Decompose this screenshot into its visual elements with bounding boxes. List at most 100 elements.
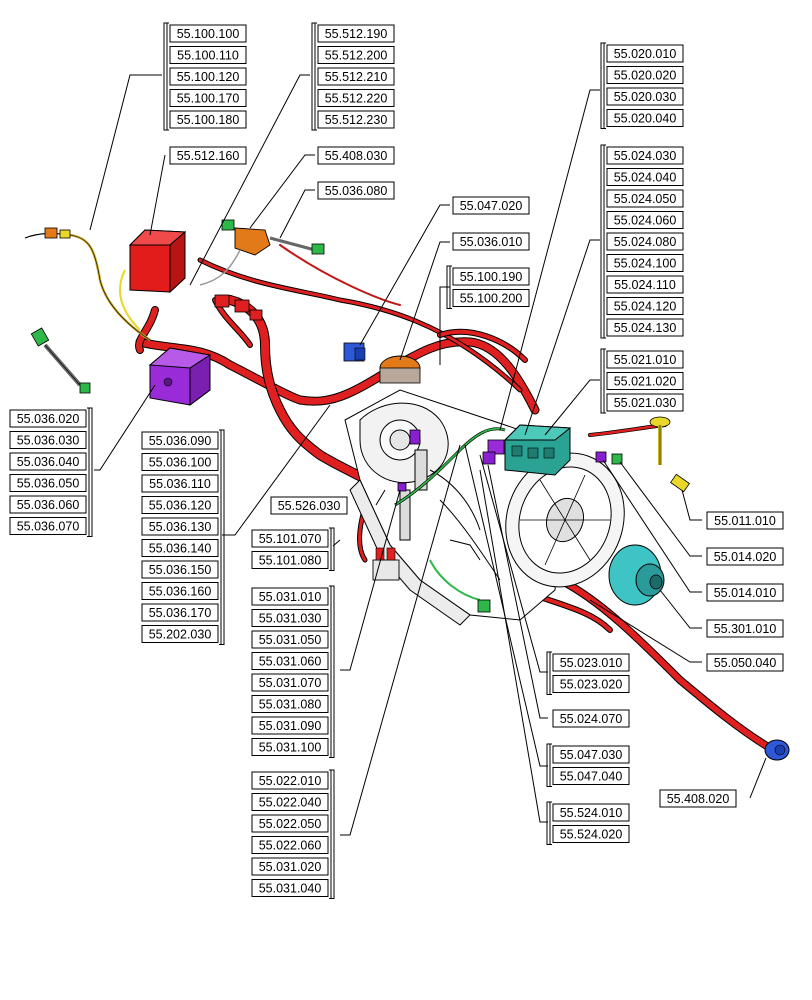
reference-label: 55.024.030 [614,149,677,163]
group-55-050-040: 55.050.040 [706,653,784,672]
label-box [706,511,784,530]
label-box [270,496,348,515]
reference-label: 55.036.080 [325,184,388,198]
label-box [606,146,684,165]
label-box [141,582,219,600]
leader-line [749,757,767,799]
label-box [169,67,247,86]
group-55-022: 55.022.01055.022.04055.022.05055.022.060… [251,769,335,899]
label-box [317,67,395,86]
group-bracket [546,651,552,695]
label-box [251,587,329,606]
group-bracket [311,22,317,131]
label-box [251,814,329,833]
label-box [9,452,87,471]
green-wire-run [394,427,506,601]
label-box [141,496,219,514]
label-box [251,609,329,627]
label-box [706,547,784,566]
group-55-408-030: 55.408.030 [317,146,395,165]
leader-line [681,489,702,521]
label-box [606,275,684,294]
label-box [552,745,630,764]
label-box [169,89,247,107]
label-box [251,652,329,670]
reference-label: 55.512.200 [325,49,388,63]
end-sensor-blue [764,739,790,761]
leader-line [89,74,162,231]
reference-label: 55.036.130 [149,520,212,534]
reference-label: 55.036.020 [17,412,80,426]
label-box [141,517,219,536]
reference-label: 55.022.010 [259,774,322,788]
reference-label: 55.036.070 [17,520,80,534]
label-box [606,211,684,229]
leader-line [439,286,450,365]
reference-label: 55.031.090 [259,719,322,733]
reference-label: 55.036.090 [149,434,212,448]
label-box [141,431,219,450]
group-55-408-020: 55.408.020 [659,789,737,808]
label-box [251,716,329,735]
leader-lines [89,74,767,836]
label-box [251,551,329,569]
reference-label: 55.036.150 [149,563,212,577]
reference-label: 55.031.010 [259,590,322,604]
group-bracket [600,144,606,339]
label-box [251,695,329,713]
reference-label: 55.101.080 [259,554,322,568]
reference-label: 55.512.230 [325,113,388,127]
leader-line [524,239,600,436]
label-box [141,603,219,622]
label-box [251,630,329,649]
leader-line [544,379,600,436]
reference-label: 55.031.080 [259,698,322,712]
label-box [317,46,395,64]
label-box [251,529,329,548]
label-box [9,474,87,492]
reference-label: 55.020.020 [614,69,677,83]
reference-label: 55.036.030 [17,434,80,448]
reference-label: 55.100.170 [177,92,240,106]
leader-line [589,599,702,663]
reference-label: 55.031.070 [259,676,322,690]
group-bracket [329,585,335,758]
reference-label: 55.024.060 [614,214,677,228]
group-bracket [219,429,225,645]
label-box [317,181,395,200]
reference-label: 55.024.120 [614,300,677,314]
alternator [608,544,665,606]
leader-line [359,204,450,346]
reference-label: 55.020.040 [614,112,677,126]
reference-label: 55.020.010 [614,47,677,61]
reference-label: 55.024.130 [614,321,677,335]
label-box [606,189,684,208]
label-box [317,146,395,165]
label-box [659,789,737,808]
group-bracket [329,769,335,899]
reference-label: 55.036.110 [149,477,211,491]
leader-line [399,241,450,361]
label-box [606,109,684,127]
reference-label: 55.408.030 [325,149,388,163]
reference-label: 55.023.010 [560,656,623,670]
label-box [706,583,784,602]
solenoid-valve-block [482,424,572,476]
reference-label: 55.100.190 [460,270,523,284]
group-55-526-030: 55.526.030 [270,496,348,515]
reference-labels: 55.100.10055.100.11055.100.12055.100.170… [9,22,784,899]
leader-line [479,469,548,823]
label-box [169,110,247,129]
group-bracket [87,407,93,537]
purple-sensor [397,429,421,492]
group-55-024: 55.024.03055.024.04055.024.05055.024.060… [600,144,684,339]
group-55-014-010: 55.014.010 [706,583,784,602]
reference-label: 55.100.180 [177,113,240,127]
label-box [141,560,219,579]
group-bracket [600,42,606,129]
label-box [251,857,329,876]
orange-bracket [199,219,325,286]
label-box [251,673,329,692]
label-box [606,87,684,106]
